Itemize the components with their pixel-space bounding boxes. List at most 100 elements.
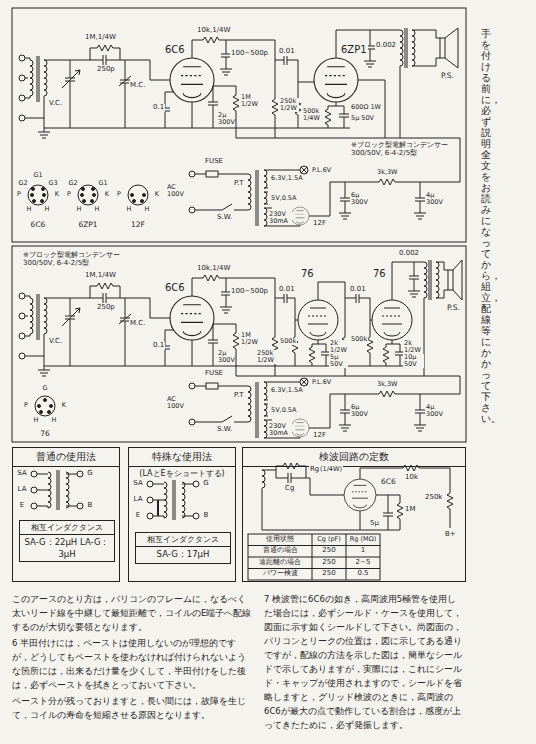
schematic-label: 2μ 300V xyxy=(217,350,235,364)
schematic-label: G xyxy=(41,385,48,392)
panel-heading: 相互インダクタンス xyxy=(136,533,230,547)
schematic-label: K xyxy=(104,191,110,198)
schematic-label: 0.01 xyxy=(349,286,367,294)
schematic-label: B+ xyxy=(444,531,457,539)
terminal xyxy=(19,75,25,81)
schematic-label: G1 xyxy=(32,172,43,179)
symbol-group xyxy=(292,260,462,376)
schematic-label: 230V 30mA xyxy=(268,423,292,437)
component-symbol xyxy=(66,472,69,508)
schematic-label: K xyxy=(61,402,67,409)
schematic-label: 76 xyxy=(372,268,387,279)
schematic-label: 500k xyxy=(279,338,297,345)
schematic-label: P xyxy=(16,191,22,198)
schematic-label: 500k 1/4W xyxy=(302,108,322,122)
component-symbol xyxy=(182,482,185,518)
schematic-label: 10k,1/4W xyxy=(196,27,231,35)
terminal xyxy=(41,200,44,203)
schematic-label: 600Ω 1W xyxy=(350,104,382,111)
schematic-label: 2~5 xyxy=(355,559,372,567)
frame xyxy=(12,8,466,242)
component-symbol xyxy=(272,96,278,118)
terminal xyxy=(77,503,83,509)
terminal xyxy=(40,411,43,414)
schematic-label: Cg (pF) xyxy=(316,536,342,543)
wire xyxy=(25,58,44,118)
terminal xyxy=(91,200,94,203)
schematic-label: S.W. xyxy=(216,426,233,434)
component-symbol xyxy=(280,463,302,469)
schematic-label: 6.3V,1.5A xyxy=(270,175,304,182)
component-symbol xyxy=(408,287,420,297)
component-symbol xyxy=(424,262,427,298)
wire xyxy=(445,28,458,68)
component-symbol xyxy=(364,57,376,67)
schematic-label: 0.002 xyxy=(398,250,420,258)
wire xyxy=(62,60,80,128)
terminal xyxy=(31,503,37,509)
terminal xyxy=(143,194,146,197)
component-symbol xyxy=(447,490,453,512)
panel-heading: 相互インダクタンス xyxy=(20,521,114,535)
schematic-label: P.S. xyxy=(446,304,461,312)
component-symbol xyxy=(397,500,403,522)
schematic-label: 250 xyxy=(321,570,336,578)
schematic-label: 12F xyxy=(312,432,327,440)
usage-panel: 特殊な使用法(LAとEをショートする)相互インダクタンスSA-G：17μH xyxy=(128,447,236,582)
terminal xyxy=(31,194,34,197)
wire xyxy=(453,260,462,300)
schematic-label: 2k 1/2W xyxy=(403,340,422,354)
schematic-label: LA xyxy=(17,486,28,494)
schematic-label: P.T xyxy=(233,180,245,188)
schematic-label: P.L.6V xyxy=(311,379,332,386)
schematic-label: 0.1 xyxy=(152,342,165,350)
schematic-label: E xyxy=(135,512,141,520)
schematic-label: 10μ 50V xyxy=(403,354,424,368)
component-symbol xyxy=(383,344,389,366)
schematic-label: (1/4W) xyxy=(319,466,343,473)
component-symbol xyxy=(94,45,116,51)
wire xyxy=(165,92,174,128)
frame xyxy=(448,270,453,290)
text-column: 7 検波管に6C6の如き，高周波用5極管を使用した場合には，必ずシールド・ケース… xyxy=(264,592,464,734)
terminal xyxy=(93,194,96,197)
schematic-label: 使用状態 xyxy=(265,536,295,544)
schematic-label: 5μ 50V xyxy=(329,354,348,368)
component-symbol xyxy=(208,94,218,113)
schematic-label: M.C. xyxy=(129,82,146,90)
panel-heading: 普通の使用法 xyxy=(13,448,119,467)
wire xyxy=(336,30,400,138)
component-symbol xyxy=(276,55,295,65)
schematic-label: H xyxy=(94,206,101,213)
terminal xyxy=(42,188,45,191)
usage-panel: 普通の使用法相互インダクタンスSA-G：22μH LA-G：3μH xyxy=(12,447,120,582)
schematic-label: G3 xyxy=(47,180,58,187)
wire xyxy=(37,56,39,102)
component-symbol xyxy=(95,55,114,65)
schematic-label: AC 100V xyxy=(166,184,190,198)
terminal xyxy=(35,396,55,416)
body-paragraph: ペースト分が残っておりますと，長い間には，故障を生じて，コイルの寿命を短縮させる… xyxy=(12,694,254,722)
schematic-label: 250 xyxy=(321,547,336,555)
schematic-label: 5μ 50V xyxy=(350,115,375,122)
body-paragraph: 6 半田付けには，ペーストは使用しないのが理想的ですが，どうしてもペーストを使わ… xyxy=(12,636,254,692)
schematic-label: P.T xyxy=(233,392,245,400)
body-paragraph: このアースのとり方は，バリコンのフレームに，なるべく太いリード線を中継して最短距… xyxy=(12,592,254,634)
wire xyxy=(192,40,275,128)
schematic-label: 250k 1/2W xyxy=(279,98,299,112)
component-symbol xyxy=(48,472,51,508)
schematic-label: 250k xyxy=(424,494,443,502)
wire xyxy=(300,102,350,128)
terminal xyxy=(133,200,136,203)
terminal xyxy=(31,487,37,493)
schematic-label: P.L.6V xyxy=(311,167,332,174)
schematic-label: 100~500p xyxy=(230,288,269,296)
schematic-label: P xyxy=(23,402,29,409)
inductance-box: 相互インダクタンスSA-G：17μH xyxy=(135,532,231,564)
schematic-label: H xyxy=(126,206,133,213)
terminal xyxy=(147,497,153,503)
wire xyxy=(360,468,450,530)
schematic-label: 6μ 300V xyxy=(350,192,370,206)
wire xyxy=(44,60,170,80)
